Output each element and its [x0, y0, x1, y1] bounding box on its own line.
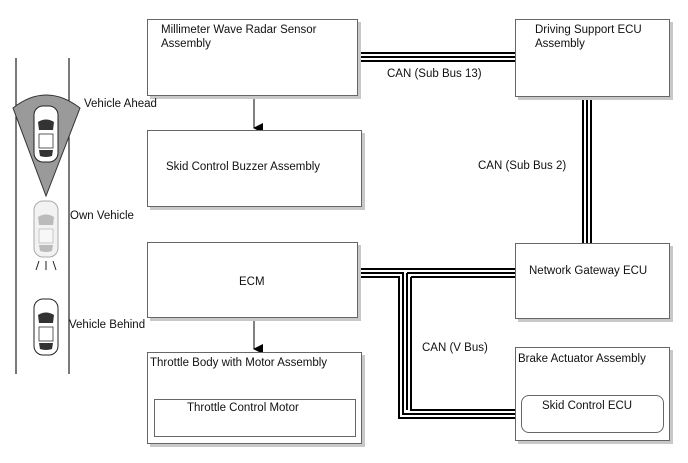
can-sub-bus-13-label: CAN (Sub Bus 13): [387, 68, 482, 80]
driving-support-ecu-box: Driving Support ECU Assembly: [515, 19, 670, 97]
own-vehicle-label: Own Vehicle: [70, 210, 134, 222]
brake-actuator-label: Brake Actuator Assembly: [518, 353, 646, 365]
ecm-label: ECM: [239, 276, 265, 288]
can-sub-bus-2-label: CAN (Sub Bus 2): [478, 160, 567, 172]
vehicle-ahead-icon: [33, 105, 59, 163]
can-v-bus-line: [358, 268, 520, 419]
radar-sensor-label: Millimeter Wave Radar Sensor Assembly: [161, 24, 317, 50]
throttle-control-motor-box: Throttle Control Motor: [154, 399, 356, 437]
network-gateway-ecu-label: Network Gateway ECU: [529, 265, 648, 277]
millimeter-wave-radar-sensor-box: Millimeter Wave Radar Sensor Assembly: [147, 19, 358, 96]
brake-actuator-box: Brake Actuator Assembly Skid Control ECU: [515, 347, 670, 441]
vehicle-ahead-label: Vehicle Ahead: [84, 98, 157, 110]
skid-control-buzzer-box: Skid Control Buzzer Assembly: [147, 130, 362, 207]
driving-support-ecu-label: Driving Support ECU Assembly: [535, 24, 642, 50]
own-vehicle-icon: [33, 200, 59, 258]
vehicle-behind-icon: [33, 298, 59, 356]
network-gateway-ecu-box: Network Gateway ECU: [515, 243, 670, 319]
throttle-body-label: Throttle Body with Motor Assembly: [150, 357, 328, 369]
skid-control-buzzer-label: Skid Control Buzzer Assembly: [166, 161, 321, 173]
can-sub-bus-13-line: [358, 52, 515, 62]
vehicle-behind-label: Vehicle Behind: [69, 319, 146, 331]
rear-radar-marks: [35, 260, 57, 271]
ecm-box: ECM: [147, 242, 358, 318]
throttle-body-box: Throttle Body with Motor Assembly Thrott…: [147, 352, 362, 444]
throttle-control-motor-label: Throttle Control Motor: [187, 402, 299, 414]
skid-control-ecu-box: Skid Control ECU: [521, 395, 664, 433]
skid-control-ecu-label: Skid Control ECU: [542, 400, 633, 412]
can-v-bus-label: CAN (V Bus): [422, 342, 488, 354]
can-sub-bus-2-line: [582, 97, 592, 243]
